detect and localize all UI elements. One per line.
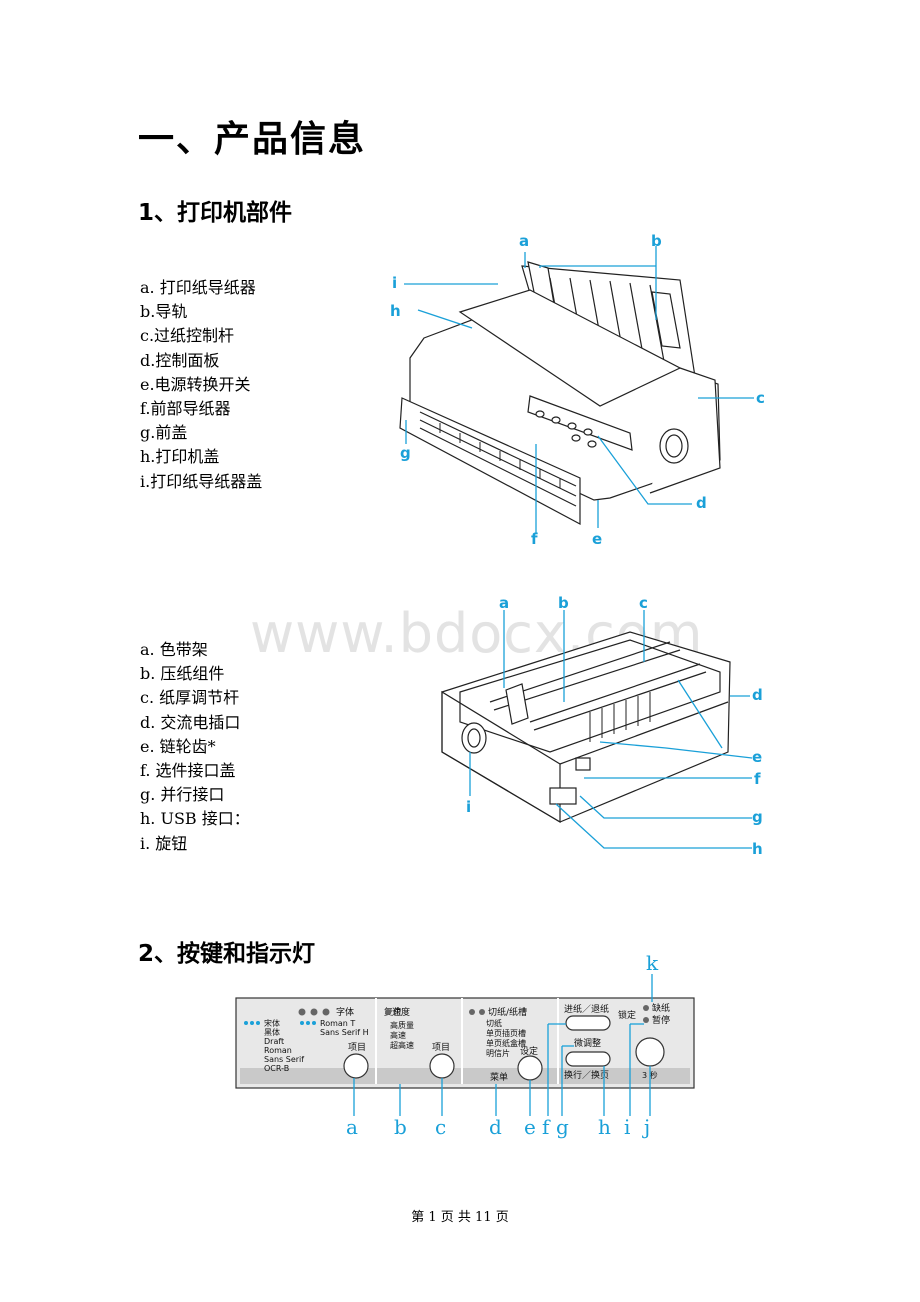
reset-label: 复位: [384, 1006, 402, 1018]
speed-option: 高速: [390, 1030, 406, 1040]
menu-label: 菜单: [490, 1071, 508, 1083]
cut-option: 单页插页槽: [486, 1028, 526, 1038]
callout-g: g: [556, 1115, 569, 1139]
callout-g: g: [400, 444, 411, 462]
paper-out-label: 缺纸: [652, 1002, 670, 1014]
callout-h: h: [598, 1115, 611, 1139]
callout-a: a: [346, 1115, 358, 1139]
cut-option: 单页纸盒槽: [486, 1038, 526, 1048]
callout-d: d: [752, 686, 763, 704]
callout-f: f: [542, 1115, 551, 1139]
callout-f: f: [531, 530, 538, 548]
list-item: f.前部导纸器: [140, 399, 231, 419]
callout-a: a: [519, 232, 529, 250]
font-title: 字体: [336, 1006, 354, 1018]
item-button-speed[interactable]: [429, 1053, 455, 1079]
lock-label: 锁定: [618, 1009, 636, 1021]
feed-button[interactable]: [565, 1015, 611, 1031]
pause-button[interactable]: [635, 1037, 665, 1067]
list-item: b. 压纸组件: [140, 664, 225, 684]
font-option: Sans Serif H: [320, 1028, 369, 1037]
inside-parts-list: a. 色带架 b. 压纸组件 c. 纸厚调节杆 d. 交流电插口 e. 链轮齿*…: [140, 638, 250, 856]
pause-label: 暂停: [652, 1014, 670, 1026]
section-heading-buttons: 2、按键和指示灯: [138, 941, 316, 967]
item-button-label: 项目: [348, 1042, 366, 1053]
font-option: OCR-B: [264, 1064, 289, 1073]
set-button-label: 设定: [520, 1045, 538, 1057]
list-item: h.打印机盖: [140, 447, 220, 467]
font-option: 黑体: [264, 1027, 280, 1037]
list-item: g. 并行接口: [140, 785, 225, 805]
list-item: e.电源转换开关: [140, 374, 251, 394]
callout-i: i: [466, 798, 471, 816]
list-item: f. 选件接口盖: [140, 761, 236, 781]
callout-c: c: [639, 594, 648, 612]
linefeed-button[interactable]: [565, 1051, 611, 1067]
list-item: c.过纸控制杆: [140, 326, 235, 346]
callout-h: h: [752, 840, 763, 858]
feed-button-label: 进纸／退纸: [564, 1003, 609, 1015]
callout-c: c: [756, 389, 765, 407]
cut-title: 切纸/纸槽: [488, 1006, 527, 1018]
callout-i: i: [392, 274, 397, 292]
speed-option: 高质量: [390, 1020, 414, 1030]
list-item: d. 交流电插口: [140, 712, 241, 732]
speed-title: 速度: [392, 1006, 410, 1018]
list-item: i. 旋钮: [140, 833, 188, 853]
callout-e: e: [752, 748, 762, 766]
control-panel-diagram: 字体 宋体 黑体 Draft Roman Sans Serif OCR-B Ro…: [235, 951, 695, 1139]
font-option: Draft: [264, 1037, 284, 1046]
callout-b: b: [558, 594, 569, 612]
callout-j: j: [642, 1115, 650, 1139]
callout-d: d: [696, 494, 707, 512]
page-title: 一、产品信息: [138, 119, 367, 160]
callout-g: g: [752, 808, 763, 826]
callout-k: k: [646, 951, 659, 975]
list-item: h. USB 接口：: [140, 809, 250, 829]
front-parts-list: a. 打印纸导纸器 b.导轨 c.过纸控制杆 d.控制面板 e.电源转换开关 f…: [140, 276, 262, 494]
list-item: c. 纸厚调节杆: [140, 688, 240, 708]
item-button-label-2: 项目: [432, 1042, 450, 1053]
callout-a: a: [499, 594, 509, 612]
callout-i: i: [624, 1115, 630, 1139]
page-footer: 第 1 页 共 11 页: [411, 1210, 509, 1225]
font-option: 宋体: [264, 1018, 280, 1028]
callout-b: b: [651, 232, 662, 250]
callout-d: d: [489, 1115, 502, 1139]
set-button[interactable]: [517, 1055, 543, 1081]
callout-e: e: [592, 530, 602, 548]
font-option: Roman: [264, 1046, 292, 1055]
cut-option: 明信片: [486, 1048, 510, 1058]
callout-f: f: [754, 770, 761, 788]
list-item: b.导轨: [140, 302, 188, 322]
list-item: i.打印纸导纸器盖: [140, 471, 263, 491]
font-option: Roman T: [320, 1019, 355, 1028]
list-item: g.前盖: [140, 423, 188, 443]
cut-option: 切纸: [486, 1018, 502, 1028]
list-item: d.控制面板: [140, 350, 220, 370]
callout-h: h: [390, 302, 401, 320]
micro-adjust-label: 微调整: [574, 1037, 601, 1049]
printer-front-diagram: a b c d e f g h i: [390, 232, 765, 548]
list-item: a. 色带架: [140, 640, 208, 659]
callout-e: e: [524, 1115, 536, 1139]
item-button-font[interactable]: [343, 1053, 369, 1079]
callout-b: b: [394, 1115, 407, 1139]
speed-option: 超高速: [390, 1040, 414, 1050]
printer-inside-diagram: a b c d e f g h i: [441, 594, 763, 858]
font-option: Sans Serif: [264, 1055, 304, 1064]
list-item: e. 链轮齿*: [140, 736, 216, 756]
list-item: a. 打印纸导纸器: [140, 278, 256, 297]
callout-c: c: [435, 1115, 446, 1139]
linefeed-button-label: 换行／换页: [564, 1069, 609, 1081]
section-heading-parts: 1、打印机部件: [138, 200, 293, 226]
